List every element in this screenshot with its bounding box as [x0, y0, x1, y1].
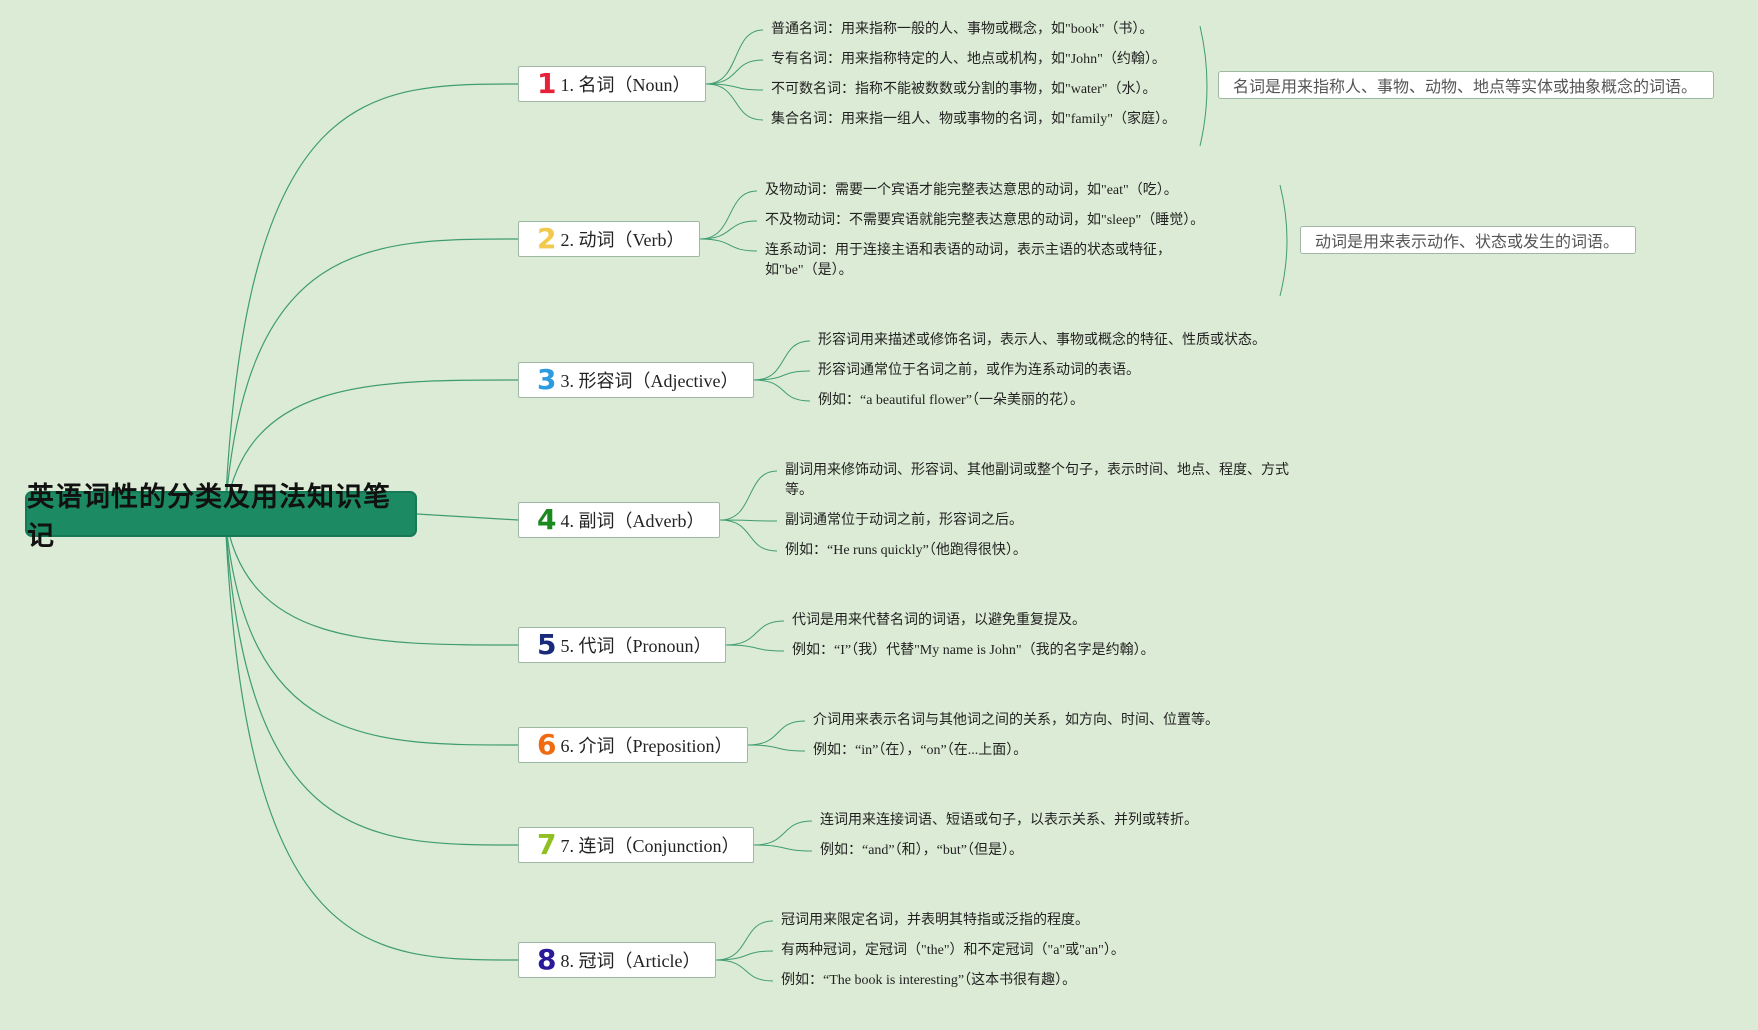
topic-label: 8. 冠词（Article） — [560, 951, 701, 971]
subtopic-connector — [719, 519, 778, 552]
subtopic-text[interactable]: 专有名词：用来指称特定的人、地点或机构，如"John"（约翰）。 — [771, 52, 1166, 67]
subtopic-text[interactable]: 例如：“and”（和），“but”（但是）。 — [820, 843, 1023, 858]
subtopic-connector — [753, 844, 813, 852]
subtopic-connector — [747, 720, 806, 746]
topic-number-icon: 1 — [537, 67, 557, 100]
subtopic-text[interactable]: 例如：“I”（我）代替"My name is John"（我的名字是约翰）。 — [792, 643, 1155, 658]
subtopic-connector — [719, 519, 778, 522]
subtopic-connector — [699, 220, 758, 240]
subtopic-connector — [747, 744, 806, 752]
subtopic-text[interactable]: 副词用来修饰动词、形容词、其他副词或整个句子，表示时间、地点、程度、方式等。 — [785, 463, 1289, 498]
root-connector — [224, 83, 519, 515]
subtopic-connector — [753, 340, 811, 381]
subtopic-connector — [753, 820, 813, 846]
subtopic-text[interactable]: 代词是用来代替名词的词语，以避免重复提及。 — [792, 613, 1086, 628]
subtopic-text[interactable]: 例如：“in”（在），“on”（在...上面）。 — [813, 743, 1028, 758]
subtopic-text[interactable]: 不可数名词：指称不能被数数或分割的事物，如"water"（水）。 — [771, 82, 1157, 97]
summary-bracket — [1199, 25, 1208, 147]
topic-number-icon: 3 — [537, 363, 557, 396]
topic-number-icon: 4 — [537, 503, 557, 536]
topic-label: 3. 形容词（Adjective） — [560, 371, 739, 391]
subtopic-connector — [699, 190, 758, 240]
subtopic-text[interactable]: 形容词通常位于名词之前，或作为连系动词的表语。 — [818, 363, 1140, 378]
topic-label: 5. 代词（Pronoun） — [560, 636, 712, 656]
subtopic-connector — [725, 644, 785, 652]
subtopic-connector — [705, 29, 764, 85]
topic-label: 6. 介词（Preposition） — [560, 736, 733, 756]
subtopic-text[interactable]: 连词用来连接词语、短语或句子，以表示关系、并列或转折。 — [820, 813, 1198, 828]
topic-label: 4. 副词（Adverb） — [560, 511, 705, 531]
subtopic-connector — [705, 59, 764, 85]
subtopic-connector — [705, 83, 764, 121]
summary-bracket — [1279, 184, 1288, 297]
topic-number-icon: 6 — [537, 728, 557, 761]
subtopic-text[interactable]: 介词用来表示名词与其他词之间的关系，如方向、时间、位置等。 — [813, 713, 1219, 728]
root-connector — [224, 238, 519, 515]
subtopic-text[interactable]: 例如：“He runs quickly”（他跑得很快）。 — [785, 543, 1027, 558]
root-title: 英语词性的分类及用法知识笔记 — [27, 482, 391, 552]
root-connector — [224, 513, 519, 646]
subtopic-connector — [699, 238, 758, 252]
subtopic-connector — [753, 370, 811, 381]
subtopic-connector — [715, 950, 774, 961]
topic-number-icon: 8 — [537, 943, 557, 976]
summary-box[interactable]: 动词是用来表示动作、状态或发生的词语。 — [1300, 226, 1636, 254]
subtopic-text[interactable]: 有两种冠词，定冠词（"the"）和不定冠词（"a"或"an"）。 — [781, 943, 1125, 958]
topic-number-icon: 2 — [537, 222, 557, 255]
topic-label: 7. 连词（Conjunction） — [560, 836, 740, 856]
root-connector — [224, 513, 519, 746]
root-connector — [416, 513, 519, 521]
subtopic-text[interactable]: 及物动词：需要一个宾语才能完整表达意思的动词，如"eat"（吃）。 — [765, 183, 1178, 198]
root-connector — [224, 513, 519, 961]
topic-label: 1. 名词（Noun） — [560, 75, 691, 95]
subtopic-text[interactable]: 例如：“a beautiful flower”（一朵美丽的花）。 — [818, 393, 1084, 408]
subtopic-connector — [725, 620, 785, 646]
subtopic-connector — [715, 959, 774, 982]
subtopic-text[interactable]: 不及物动词：不需要宾语就能完整表达意思的动词，如"sleep"（睡觉）。 — [765, 213, 1205, 228]
topic-label: 2. 动词（Verb） — [560, 230, 685, 250]
subtopic-connector — [753, 379, 811, 402]
topic-number-icon: 7 — [537, 828, 557, 861]
root-connector — [224, 513, 519, 846]
root-connector — [224, 379, 519, 515]
subtopic-connector — [719, 470, 778, 521]
subtopic-text[interactable]: 副词通常位于动词之前，形容词之后。 — [785, 513, 1023, 528]
subtopic-text[interactable]: 冠词用来限定名词，并表明其特指或泛指的程度。 — [781, 913, 1089, 928]
subtopic-text[interactable]: 集合名词：用来指一组人、物或事物的名词，如"family"（家庭）。 — [771, 112, 1176, 127]
summary-box[interactable]: 名词是用来指称人、事物、动物、地点等实体或抽象概念的词语。 — [1218, 71, 1714, 99]
root-topic[interactable]: 英语词性的分类及用法知识笔记 — [25, 482, 417, 552]
subtopic-connector — [705, 83, 764, 91]
subtopic-text[interactable]: 形容词用来描述或修饰名词，表示人、事物或概念的特征、性质或状态。 — [818, 333, 1266, 348]
subtopic-text[interactable]: 普通名词：用来指称一般的人、事物或概念，如"book"（书）。 — [771, 22, 1154, 37]
subtopic-text[interactable]: 例如：“The book is interesting”（这本书很有趣）。 — [781, 973, 1077, 988]
subtopic-connector — [715, 920, 774, 961]
topic-number-icon: 5 — [537, 628, 557, 661]
subtopic-text[interactable]: 连系动词：用于连接主语和表语的动词，表示主语的状态或特征，如"be"（是）。 — [765, 243, 1171, 278]
